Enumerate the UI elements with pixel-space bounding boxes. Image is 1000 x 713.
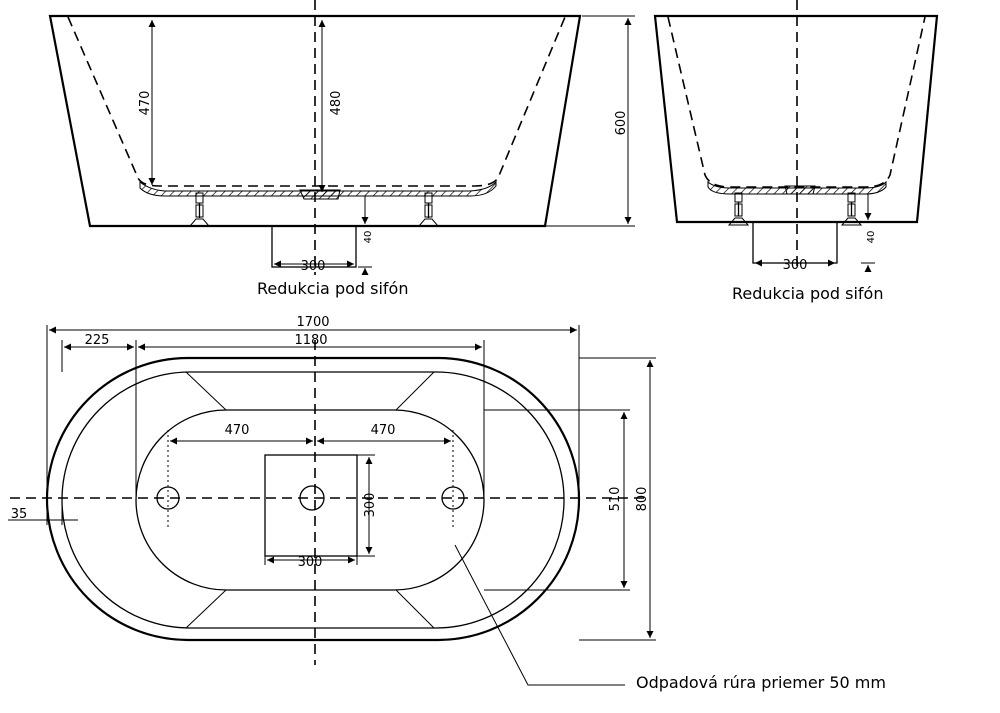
front-dim-470: 470 xyxy=(138,91,153,116)
front-dim-480: 480 xyxy=(329,91,344,116)
side-dim-40: 40 xyxy=(866,231,877,244)
plan-dim-300-vertical: 300 xyxy=(363,493,378,518)
side-caption: Redukcia pod sifón xyxy=(732,284,883,303)
plan-dim-800: 800 xyxy=(635,487,650,512)
front-inner-wall xyxy=(67,16,566,187)
side-dim-300: 300 xyxy=(783,258,808,273)
front-dim-300: 300 xyxy=(301,259,326,274)
plan-callout-leader xyxy=(454,544,625,686)
plan-dim-35: 35 xyxy=(11,507,28,522)
plan-dim-225: 225 xyxy=(85,333,110,348)
front-drain-hatch xyxy=(299,189,341,200)
plan-dim-470-right: 470 xyxy=(371,423,396,438)
front-bottom-hatch xyxy=(139,180,497,197)
front-dim-600: 600 xyxy=(614,111,629,136)
plan-drain-hole xyxy=(299,485,325,511)
side-tub-outline xyxy=(653,14,939,224)
front-leg-left xyxy=(188,192,211,227)
plan-dim-1700: 1700 xyxy=(296,315,329,330)
plan-corner-wedges xyxy=(185,371,435,629)
plan-dim-300-horizontal: 300 xyxy=(298,555,323,570)
plan-basin xyxy=(135,409,485,591)
side-drain-hatch xyxy=(784,185,816,195)
plan-view: 1700 1180 225 470 470 300 300 510 xyxy=(8,315,886,692)
side-leg-left xyxy=(727,192,750,226)
front-dim-40: 40 xyxy=(363,231,374,244)
side-drain-box xyxy=(752,221,838,264)
front-view: 470 480 600 40 300 Redukcia pod sifón xyxy=(48,0,635,298)
front-leg-right xyxy=(417,192,440,227)
front-caption: Redukcia pod sifón xyxy=(257,279,408,298)
plan-drain-box xyxy=(264,454,358,557)
plan-dim-470-left: 470 xyxy=(225,423,250,438)
side-view: 40 300 Redukcia pod sifón xyxy=(653,0,939,303)
plan-outer-rim xyxy=(45,356,581,642)
plan-dim-510: 510 xyxy=(608,487,623,512)
plan-dim-1180: 1180 xyxy=(294,333,327,348)
side-leg-right xyxy=(840,192,863,226)
plan-callout-text: Odpadová rúra priemer 50 mm xyxy=(636,673,886,692)
